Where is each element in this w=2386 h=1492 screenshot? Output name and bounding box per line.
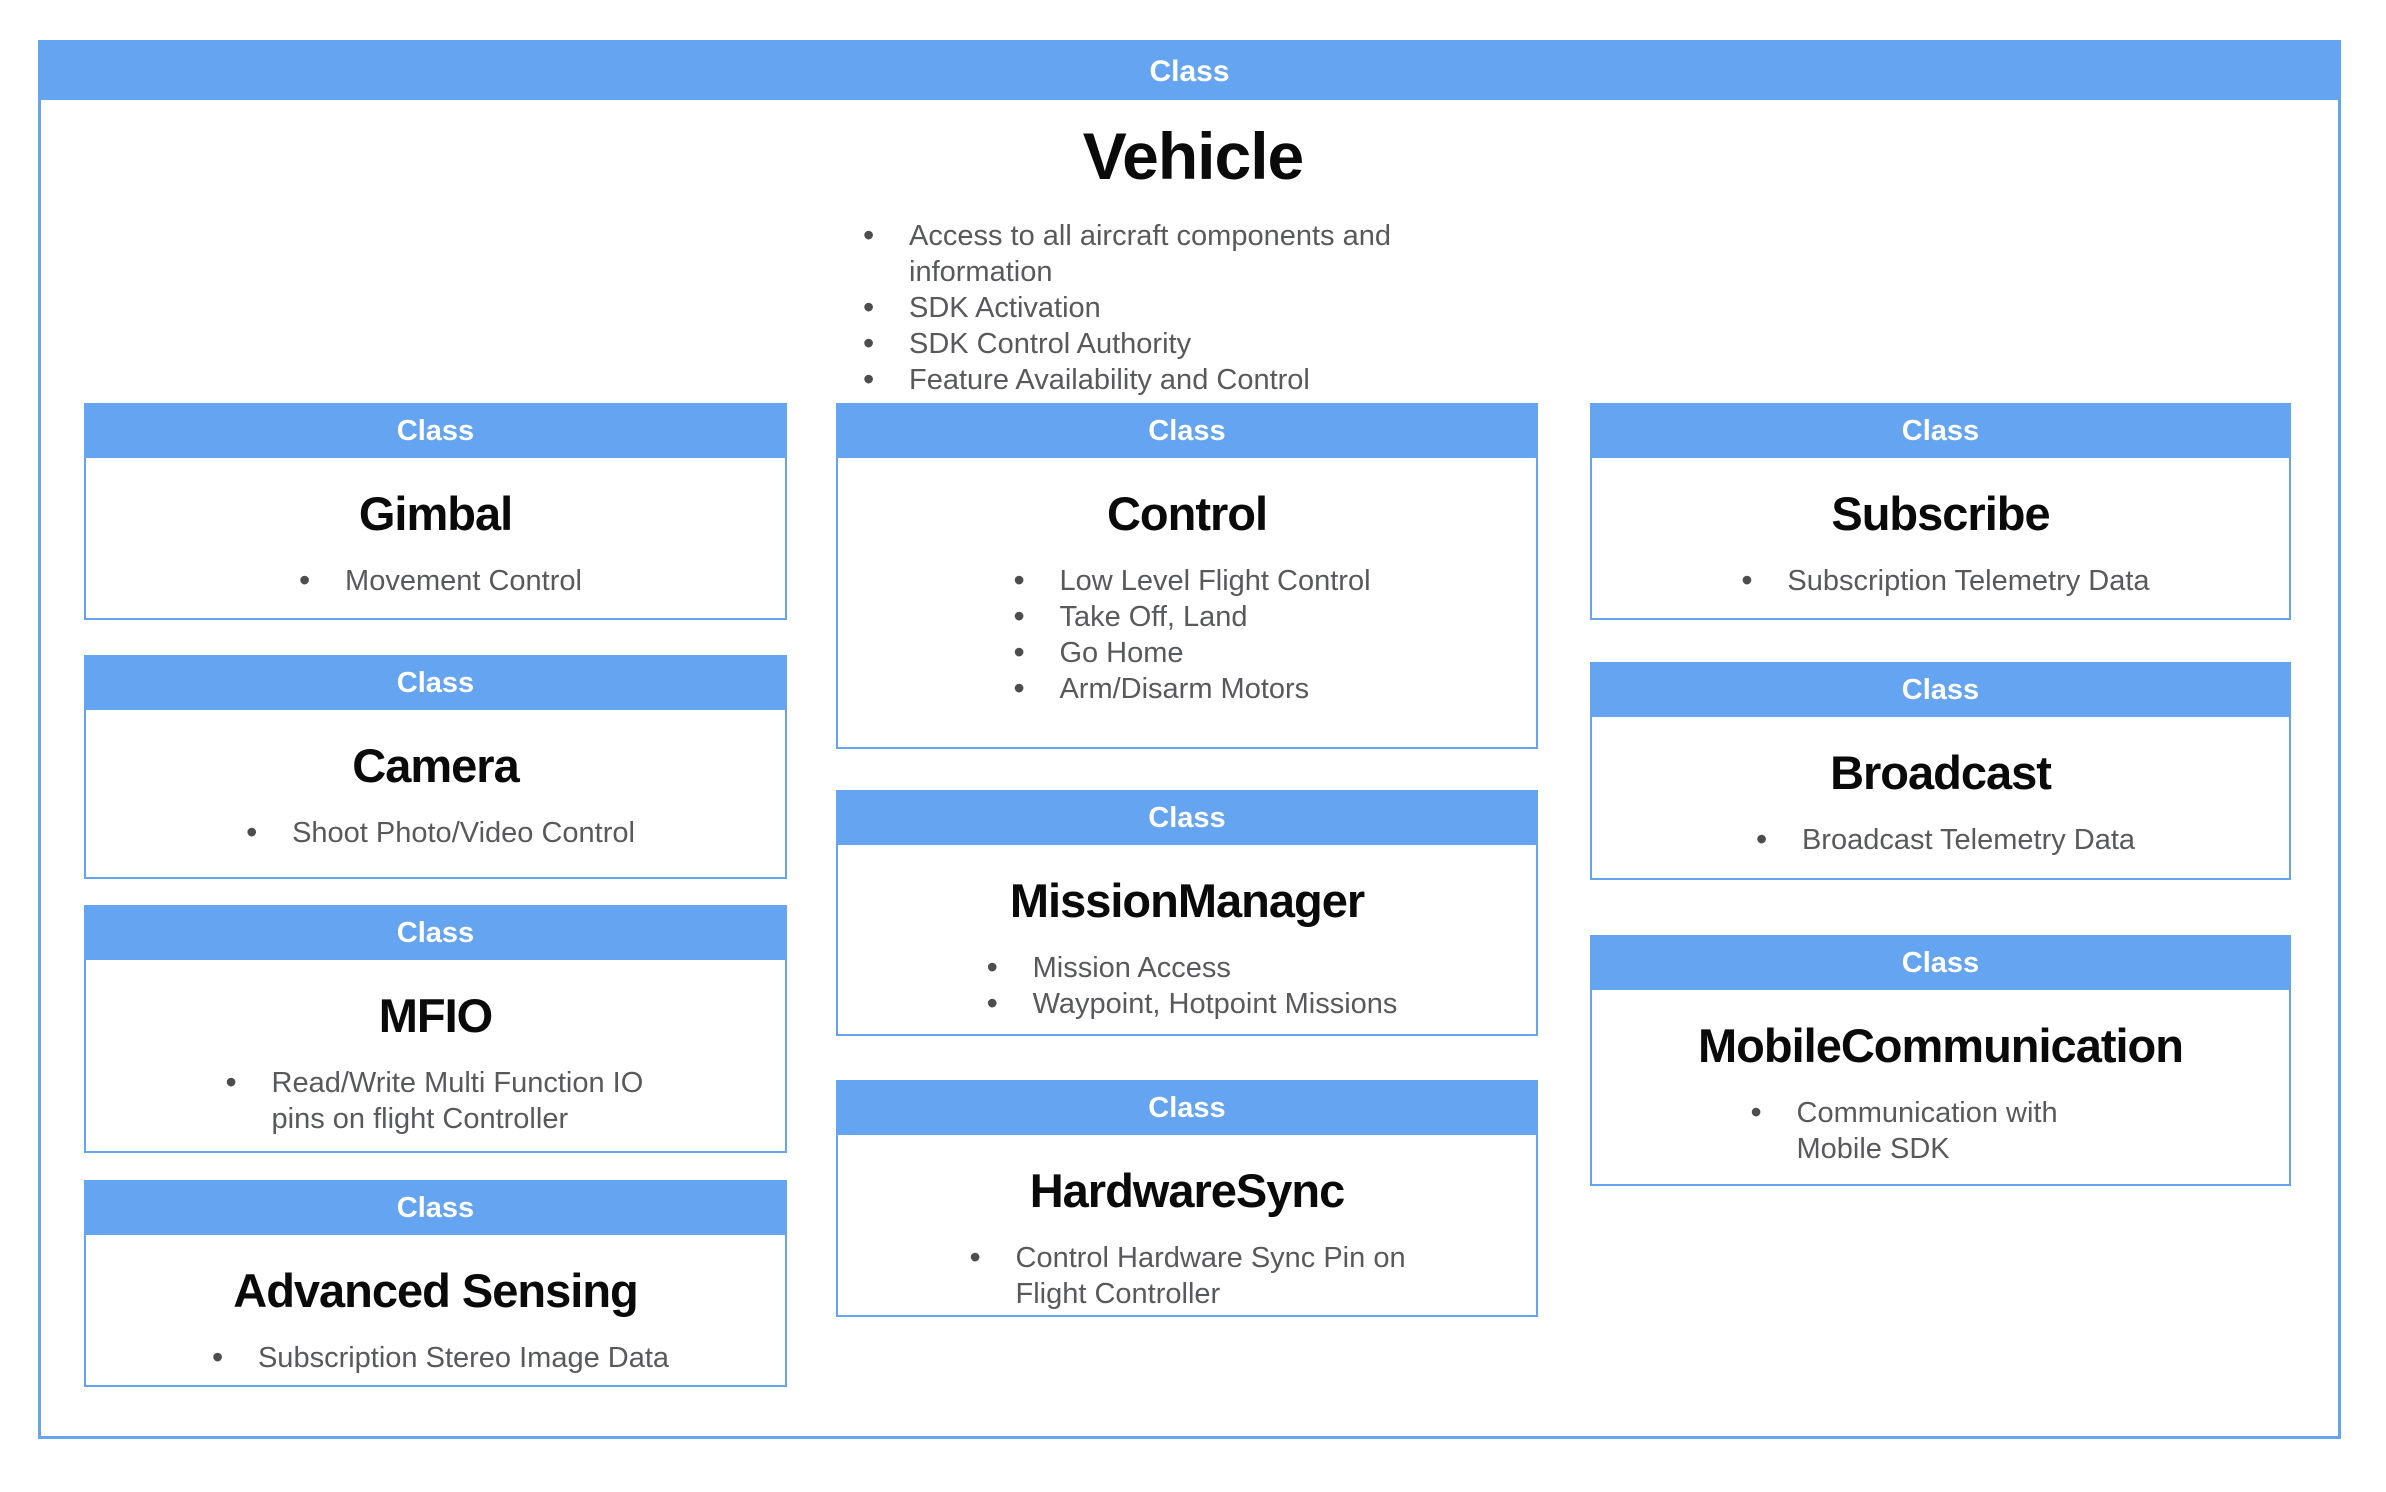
vehicle-bullet: SDK Activation <box>853 289 1533 326</box>
class-card-header-label: Class <box>1901 415 1980 447</box>
class-card-mfio: Class MFIO Read/Write Multi Function IO … <box>84 905 787 1153</box>
class-card-bullet-list: Communication with Mobile SDK <box>1741 1094 2141 1167</box>
class-card-header-label: Class <box>1148 415 1226 447</box>
class-card-title: Gimbal <box>358 487 513 540</box>
class-card-bullet-list: Control Hardware Sync Pin on Flight Cont… <box>960 1239 1415 1312</box>
class-card-bullet: Control Hardware Sync Pin on Flight Cont… <box>960 1239 1415 1312</box>
class-card-bullet-list: Mission Access Waypoint, Hotpoint Missio… <box>977 949 1398 1022</box>
class-card-bullet-list: Broadcast Telemetry Data <box>1746 821 2135 858</box>
class-card-header: Class <box>838 792 1536 845</box>
class-card-title: MFIO <box>378 989 493 1042</box>
class-card-bullet: Arm/Disarm Motors <box>1003 670 1370 707</box>
class-card-mission-manager: Class MissionManager Mission Access Wayp… <box>836 790 1538 1036</box>
class-card-bullet: Take Off, Land <box>1003 598 1370 635</box>
class-card-title: Broadcast <box>1830 746 2052 799</box>
class-card-header-label: Class <box>396 667 475 699</box>
vehicle-class-header-label: Class <box>1149 54 1230 88</box>
class-card-title: Control <box>1106 487 1268 540</box>
class-card-header-label: Class <box>396 917 475 949</box>
class-card-gimbal: Class Gimbal Movement Control <box>84 403 787 620</box>
class-card-bullet: Subscription Stereo Image Data <box>202 1339 669 1376</box>
class-card-title: MissionManager <box>1009 874 1365 927</box>
class-card-title: Advanced Sensing <box>233 1264 639 1317</box>
class-card-bullet: Mission Access <box>977 949 1398 986</box>
class-card-bullet-list: Read/Write Multi Function IO pins on fli… <box>216 1064 656 1137</box>
class-card-header: Class <box>1592 937 2289 990</box>
class-card-bullet: Communication with Mobile SDK <box>1741 1094 2141 1167</box>
class-card-bullet-list: Low Level Flight Control Take Off, Land … <box>1003 562 1370 707</box>
vehicle-bullet-list: Access to all aircraft components and in… <box>853 217 1533 398</box>
class-card-title: HardwareSync <box>1029 1164 1346 1217</box>
class-card-bullet-list: Subscription Stereo Image Data <box>202 1339 669 1376</box>
class-card-mobile-communication: Class MobileCommunication Communication … <box>1590 935 2291 1186</box>
class-card-broadcast: Class Broadcast Broadcast Telemetry Data <box>1590 662 2291 880</box>
class-card-header-label: Class <box>1901 947 1980 979</box>
class-card-bullet: Movement Control <box>289 562 582 599</box>
vehicle-class-header: Class <box>41 43 2338 100</box>
vehicle-bullet: SDK Control Authority <box>853 325 1533 362</box>
vehicle-bullet: Access to all aircraft components and in… <box>853 217 1533 290</box>
class-card-bullet: Shoot Photo/Video Control <box>236 814 635 851</box>
class-card-title: MobileCommunication <box>1698 1019 2184 1072</box>
class-card-hardware-sync: Class HardwareSync Control Hardware Sync… <box>836 1080 1538 1317</box>
vehicle-bullet: Feature Availability and Control <box>853 361 1533 398</box>
class-card-bullet: Low Level Flight Control <box>1003 562 1370 599</box>
class-card-header-label: Class <box>1148 802 1226 834</box>
class-card-header: Class <box>1592 664 2289 717</box>
class-card-bullet-list: Movement Control <box>289 562 582 599</box>
class-card-camera: Class Camera Shoot Photo/Video Control <box>84 655 787 879</box>
class-card-header-label: Class <box>396 1192 475 1224</box>
class-card-bullet: Read/Write Multi Function IO pins on fli… <box>216 1064 656 1137</box>
class-card-header-label: Class <box>1148 1092 1226 1124</box>
class-card-header: Class <box>838 405 1536 458</box>
class-card-title: Subscribe <box>1831 487 2050 540</box>
class-card-control: Class Control Low Level Flight Control T… <box>836 403 1538 749</box>
class-card-subscribe: Class Subscribe Subscription Telemetry D… <box>1590 403 2291 620</box>
class-card-header-label: Class <box>396 415 475 447</box>
class-card-bullet: Subscription Telemetry Data <box>1731 562 2149 599</box>
class-card-bullet: Broadcast Telemetry Data <box>1746 821 2135 858</box>
class-card-bullet: Go Home <box>1003 634 1370 671</box>
class-card-bullet: Waypoint, Hotpoint Missions <box>977 985 1398 1022</box>
vehicle-title: Vehicle <box>1082 119 1305 193</box>
class-card-header-label: Class <box>1901 674 1980 706</box>
class-card-bullet-list: Subscription Telemetry Data <box>1731 562 2149 599</box>
class-card-advanced-sensing: Class Advanced Sensing Subscription Ster… <box>84 1180 787 1387</box>
class-card-title: Camera <box>352 739 519 792</box>
class-card-header: Class <box>1592 405 2289 458</box>
class-card-bullet-list: Shoot Photo/Video Control <box>236 814 635 851</box>
class-card-header: Class <box>86 907 785 960</box>
class-card-header: Class <box>838 1082 1536 1135</box>
vehicle-section: Vehicle Access to all aircraft component… <box>0 118 2386 398</box>
class-card-header: Class <box>86 405 785 458</box>
class-card-header: Class <box>86 657 785 710</box>
class-card-header: Class <box>86 1182 785 1235</box>
